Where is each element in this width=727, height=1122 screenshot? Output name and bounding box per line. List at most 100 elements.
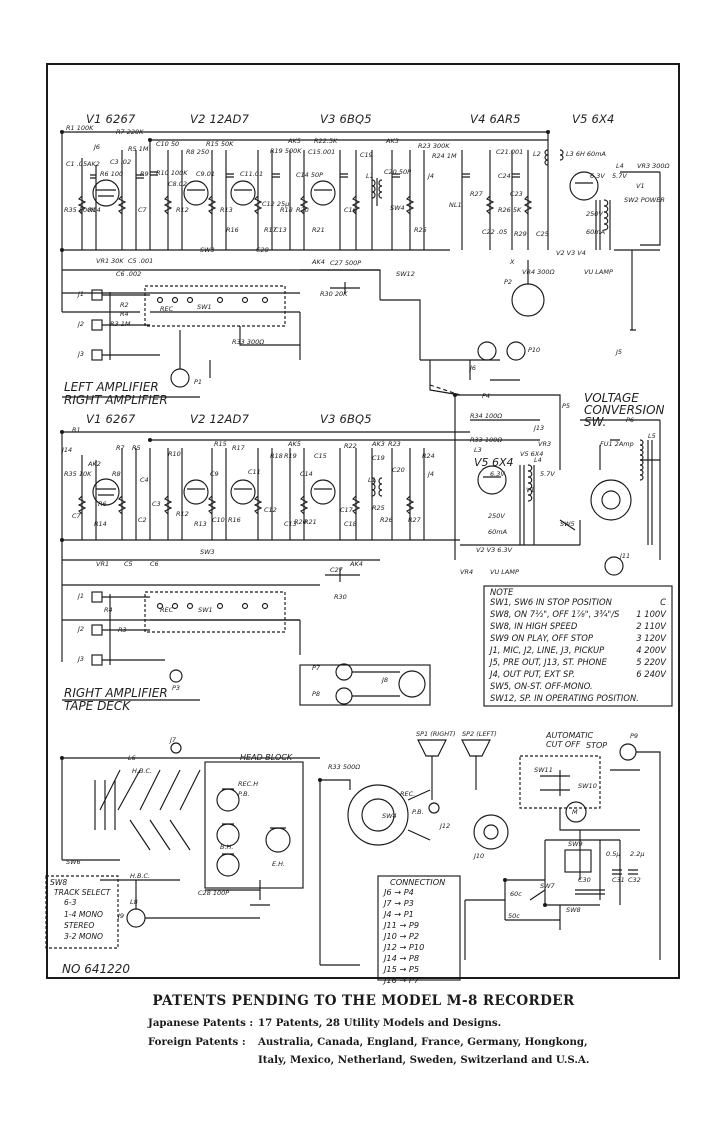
track-select-header: SW8 [50,878,68,887]
part-label: J5 [616,348,623,356]
part-label: R29 [514,230,527,238]
part-label: P5 [562,402,571,410]
part-label: SW11 [534,766,553,774]
part-label: V2 V3 6.3V [476,546,513,554]
part-label: P7 [312,664,321,672]
part-label: J4 [428,172,435,180]
connection-header: CONNECTION [390,877,446,887]
part-label: 5.7V [540,470,555,478]
part-label: C32 [628,876,641,884]
tube-label-v3: V3 6BQ5 [320,112,372,126]
part-label: R10 100K [156,169,188,177]
part-label: R13 [220,206,233,214]
part-label: R18 [270,452,283,460]
part-label: VR3 [538,440,552,448]
part-label: SW1 [198,606,213,614]
part-label: R16 [228,516,241,524]
connection-row: J11 → P9 [384,920,420,930]
part-label: C13 [274,226,287,234]
part-label: 60mA [586,228,606,236]
part-label: C4 [140,476,149,484]
patent-title: PATENTS PENDING TO THE MODEL M-8 RECORDE… [152,993,575,1009]
part-label: 6.3V [490,470,505,478]
part-label: R30 20K [320,290,348,298]
part-label: VR3 300Ω [637,162,670,170]
part-label: L3 [474,446,482,454]
part-label: J1 [78,592,85,600]
part-label: C10 50 [156,140,180,148]
foreign-patents-text-1: Australia, Canada, England, France, Germ… [258,1036,588,1048]
tube-v2a-right [183,479,209,505]
part-label: SW2 POWER [624,196,665,204]
speaker-sp2 [461,739,491,790]
part-label: R23 300K [418,142,450,150]
part-label: R10 [168,450,181,458]
part-label: R6 [98,500,107,508]
part-label: NL1 [449,201,462,209]
part-label: R5 [132,444,141,452]
stop-label: STOP [586,741,608,750]
jack-j6 [477,341,497,361]
tube-label-v3-right: V3 6BQ5 [320,412,372,426]
part-label: C9.01 [196,170,216,178]
part-label: P.B. [412,808,424,816]
part-label: R8 250 [186,148,210,156]
part-label: R33 300Ω [232,338,265,346]
connection-row: J10 → P2 [384,931,420,941]
connection-row: J4 → P1 [384,909,414,919]
part-label: J7 [170,736,177,744]
part-label: R30 [334,593,347,601]
part-label: C13 [284,520,297,528]
part-label: L1 [366,172,374,180]
tube-v1-right [92,478,120,506]
transformer-l1 [371,178,383,206]
part-label: L5 [648,432,656,440]
part-label: R22 [344,442,357,450]
tube-label-v4: V4 6AR5 [470,112,521,126]
part-label: J2 [78,320,85,328]
erase-head [265,827,291,853]
part-label: C3 [152,500,161,508]
part-label: SW12 [396,270,415,278]
tube-label-v5-right: V5 6X4 [474,456,514,469]
part-label: R21 [312,226,325,234]
jack-j10 [473,814,509,850]
part-label: X [510,258,515,266]
part-label: C14 50P [296,171,324,179]
part-label: SW9 [568,840,583,848]
part-label: R19 500K [270,147,302,155]
plug-p8 [335,687,353,705]
track-option: STEREO [64,921,95,930]
plug-p2 [511,283,545,317]
part-label: C18 [344,520,357,528]
part-label: H.B.C. [132,767,153,775]
part-label: R12 [176,206,189,214]
part-label: L1 [368,476,376,484]
part-label: C20 50P [384,168,412,176]
motor [565,801,587,823]
bias-head [216,853,240,877]
part-label: SW3 [200,548,215,556]
part-label: R21 [304,518,317,526]
part-label: 6.3V [590,172,605,180]
part-label: R1 [72,426,81,434]
part-label: J2 [78,625,85,633]
part-label: 60c [510,890,522,898]
part-label: R25 [414,226,427,234]
part-label: C28 [256,246,269,254]
part-label: L6 [128,754,136,762]
part-label: C5 .001 [128,257,154,265]
tube-v1 [92,179,120,207]
part-label: V5 6X4 [520,450,544,458]
head-block-label: HEAD BLOCK [240,753,293,762]
power-transformer [595,199,611,250]
part-label: C11.01 [240,170,264,178]
part-label: C7 [72,512,81,520]
part-label: C11 [248,468,261,476]
